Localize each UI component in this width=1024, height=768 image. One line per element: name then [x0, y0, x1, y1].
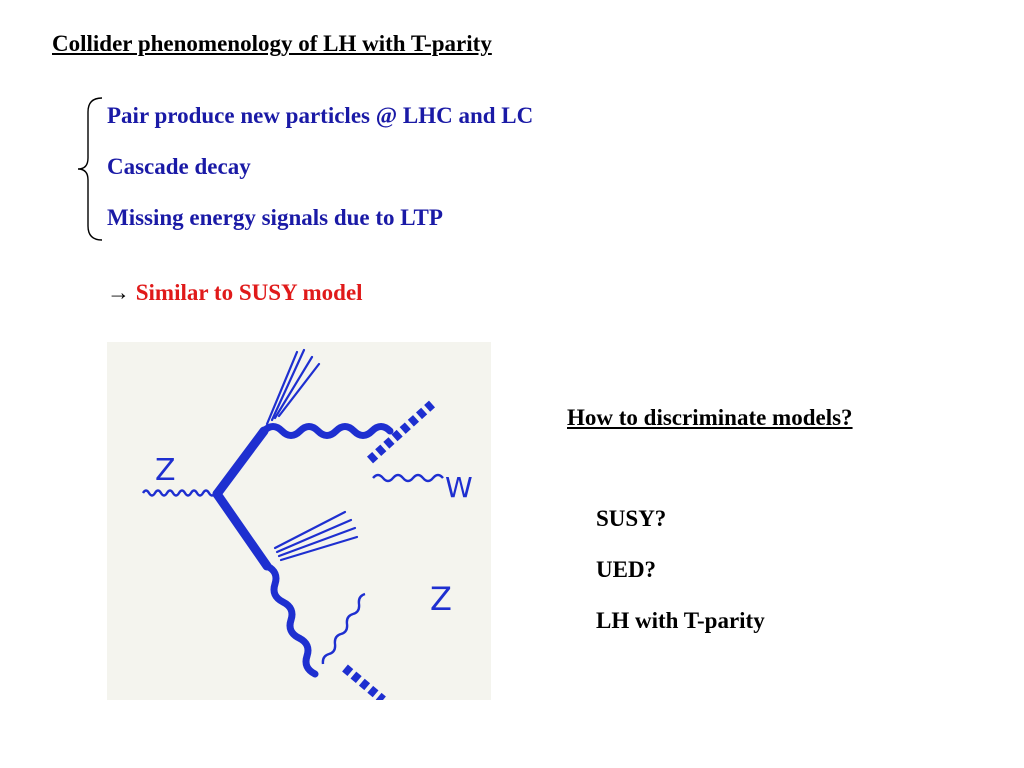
z-right-label: Z — [430, 580, 452, 618]
cascade-decay-diagram: Z W Z — [107, 342, 491, 704]
upper-heavy-wavy-line — [260, 423, 394, 439]
upper-jet — [265, 348, 321, 426]
w-label: W — [445, 471, 473, 504]
incoming-z-wavy-line — [141, 489, 217, 497]
bullet-cascade-decay: Cascade decay — [107, 154, 251, 179]
upper-dashed-line — [366, 400, 436, 464]
lower-jet — [273, 510, 359, 562]
lower-heavy-line — [212, 489, 272, 571]
discriminate-question: How to discriminate models? — [567, 405, 853, 430]
cascade-diagram-drawing: Z W Z — [141, 348, 473, 704]
similar-conclusion: → Similar to SUSY model — [107, 280, 363, 306]
lower-heavy-wavy-line — [263, 562, 319, 678]
w-wavy-line — [372, 473, 444, 483]
bullet-missing-energy: Missing energy signals due to LTP — [107, 205, 443, 230]
z-wavy-line — [321, 592, 366, 665]
model-susy: SUSY? — [596, 506, 667, 531]
right-arrow-icon: → — [107, 280, 130, 305]
lower-dashed-line — [342, 664, 386, 704]
bullet-pair-produce: Pair produce new particles @ LHC and LC — [107, 103, 534, 128]
model-lh-t-parity: LH with T-parity — [596, 608, 765, 633]
model-ued: UED? — [596, 557, 657, 582]
upper-heavy-line — [212, 426, 269, 499]
similar-text: Similar to SUSY model — [135, 280, 363, 305]
z-left-label: Z — [155, 453, 176, 488]
slide-title: Collider phenomenology of LH with T-pari… — [52, 31, 492, 56]
left-brace-icon — [77, 97, 103, 241]
